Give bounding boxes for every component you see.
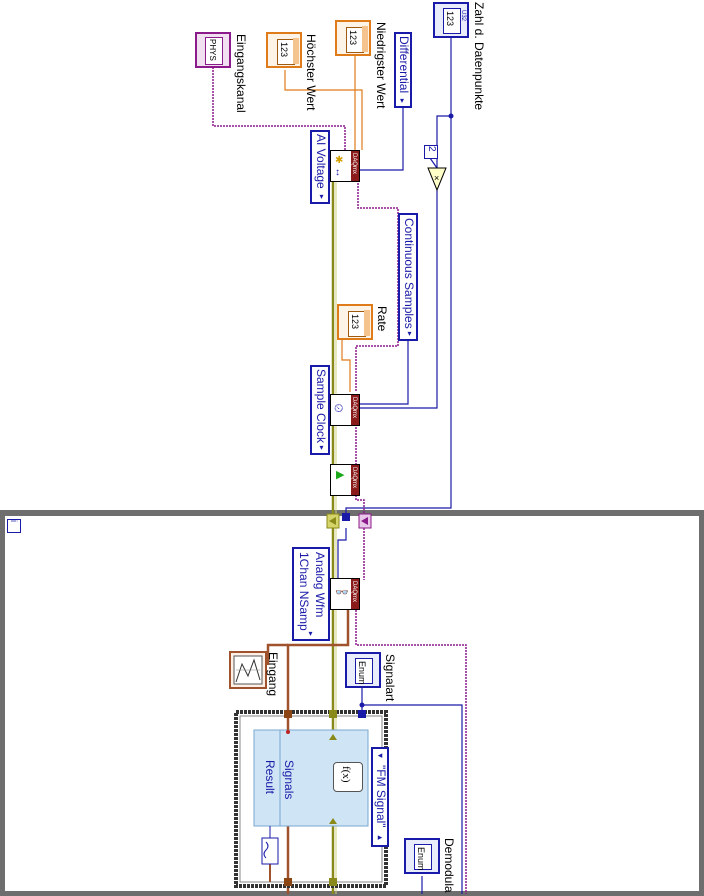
while-loop-frame[interactable] bbox=[0, 510, 704, 896]
label-hoechster-wert: Höchster Wert bbox=[304, 34, 318, 111]
svg-text:×: × bbox=[434, 173, 439, 183]
daqmx-create-channel[interactable]: DAQmx ✱ ↕ bbox=[330, 150, 360, 182]
terminal-config-constant[interactable]: Differential ▾ bbox=[394, 32, 412, 108]
numeric-control-min[interactable]: 123 bbox=[335, 20, 371, 56]
max-value-wire bbox=[284, 70, 363, 150]
label-eingangskanal: Eingangskanal bbox=[234, 34, 248, 113]
case-tunnel bbox=[329, 878, 337, 886]
demodulation-control[interactable]: Enum bbox=[404, 838, 440, 874]
label-demodula: Demodula bbox=[442, 838, 456, 893]
terminal-config-wire bbox=[360, 108, 404, 171]
express-vi-input-signals: Signals bbox=[282, 760, 296, 800]
loop-index-terminal: i bbox=[7, 519, 21, 533]
tunnel-samples bbox=[342, 513, 350, 521]
daqmx-start-task[interactable]: DAQmx ▶ bbox=[330, 464, 360, 496]
ai-voltage-selector[interactable]: AI Voltage ▾ bbox=[310, 130, 330, 204]
case-selector[interactable]: ◂ "FM Signal" ▸ bbox=[371, 747, 389, 847]
selector-terminal bbox=[358, 710, 366, 718]
formula-node[interactable]: f(x) bbox=[333, 762, 363, 792]
waveform-output-icon bbox=[261, 837, 279, 865]
numeric-control-samples[interactable]: 123 U32 bbox=[433, 2, 469, 38]
sample-mode-selector[interactable]: Continuous Samples ▾ bbox=[398, 213, 418, 341]
label-zahl-datenpunkte: Zahl d. Datenpunkte bbox=[472, 2, 486, 111]
daqmx-read[interactable]: DAQmx 👓 bbox=[330, 578, 360, 610]
label-signalart: Signalart bbox=[383, 654, 397, 702]
read-instance-selector[interactable]: Analog Wfm 1Chan NSamp ▾ bbox=[292, 547, 330, 641]
signal-type-control[interactable]: Enum bbox=[345, 652, 381, 688]
read-glasses-icon: 👓 bbox=[335, 587, 349, 599]
create-channel-icon: ✱ bbox=[335, 155, 344, 166]
play-icon: ▶ bbox=[336, 469, 345, 481]
timing-selector[interactable]: Sample Clock ▾ bbox=[310, 365, 330, 455]
graph-indicator-glyph bbox=[229, 651, 267, 689]
express-vi-output-result: Result bbox=[263, 760, 277, 795]
label-niedrigster-wert: Niedrigster Wert bbox=[374, 22, 388, 109]
case-tunnel bbox=[284, 878, 292, 886]
physical-channel-wire bbox=[212, 64, 346, 150]
numeric-control-max[interactable]: 123 bbox=[266, 32, 302, 68]
constant-two[interactable]: 2 bbox=[424, 145, 438, 159]
physical-channel-control[interactable]: PHYS bbox=[195, 32, 231, 68]
multiply-node[interactable] bbox=[427, 167, 447, 192]
daqmx-timing[interactable]: DAQmx ⏲ bbox=[330, 394, 360, 426]
case-tunnel bbox=[284, 710, 292, 718]
numeric-control-rate[interactable]: 123 bbox=[337, 304, 373, 340]
double-arrow-icon: ↕ bbox=[335, 167, 340, 178]
label-eingang: Eingang bbox=[266, 652, 280, 697]
clock-icon: ⏲ bbox=[334, 401, 344, 415]
label-rate: Rate bbox=[375, 306, 389, 332]
case-tunnel bbox=[329, 710, 337, 718]
